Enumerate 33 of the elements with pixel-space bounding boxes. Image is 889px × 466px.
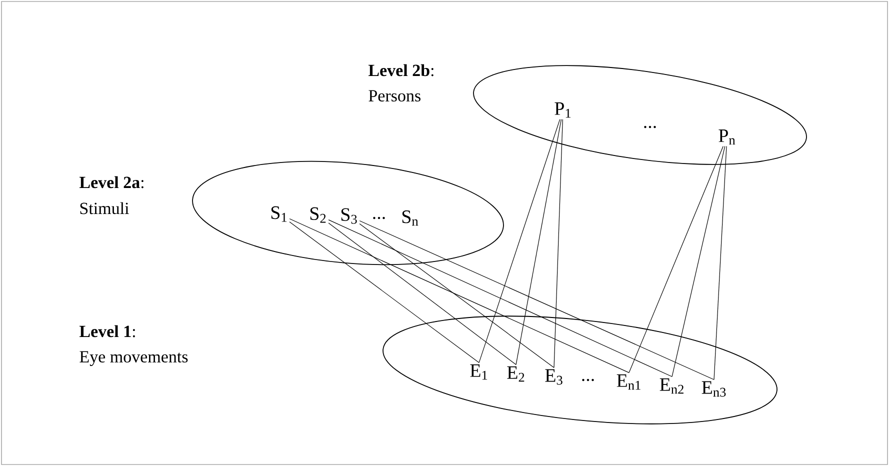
connector-line xyxy=(478,119,560,363)
connector-line xyxy=(289,218,630,373)
connector-line xyxy=(328,220,672,377)
variable-label: S$_{3}$ xyxy=(341,208,357,224)
connector-line xyxy=(516,119,562,365)
connector-line xyxy=(714,146,727,380)
variable-label: ... xyxy=(373,216,385,220)
connector-line xyxy=(628,146,724,373)
connector-line xyxy=(328,222,516,365)
variable-label: S$_{1}$ xyxy=(271,206,287,222)
variable-label: ... xyxy=(582,378,594,382)
variable-label: S$_{n}$ xyxy=(402,210,418,226)
level-heading: Level 2a: xyxy=(80,176,144,188)
connector-line xyxy=(359,224,554,368)
level-heading: Stimuli xyxy=(80,202,129,214)
variable-label: ... xyxy=(644,126,656,128)
variable-label: E$_{1}$ xyxy=(470,364,488,380)
variable-label: S$_{2}$ xyxy=(310,207,326,223)
variable-label: P$_{1}$ xyxy=(554,102,571,118)
variable-label: E$_{n3}$ xyxy=(702,381,726,397)
connector-line xyxy=(289,222,480,363)
level-heading: Eye movements xyxy=(80,351,188,366)
variable-label: E$_{n1}$ xyxy=(616,374,640,390)
variable-label: E$_{n2}$ xyxy=(660,378,684,394)
level-heading: Level 2b: xyxy=(368,64,434,76)
variable-label: E$_{3}$ xyxy=(545,369,562,385)
connector-line xyxy=(554,119,563,368)
variable-label: P$_{n}$ xyxy=(718,130,736,145)
level-heading: Persons xyxy=(368,90,420,102)
connector-line xyxy=(359,220,714,380)
variable-label: E$_{2}$ xyxy=(507,366,524,382)
level-heading: Level 1: xyxy=(80,325,135,338)
connector-line xyxy=(672,146,726,377)
